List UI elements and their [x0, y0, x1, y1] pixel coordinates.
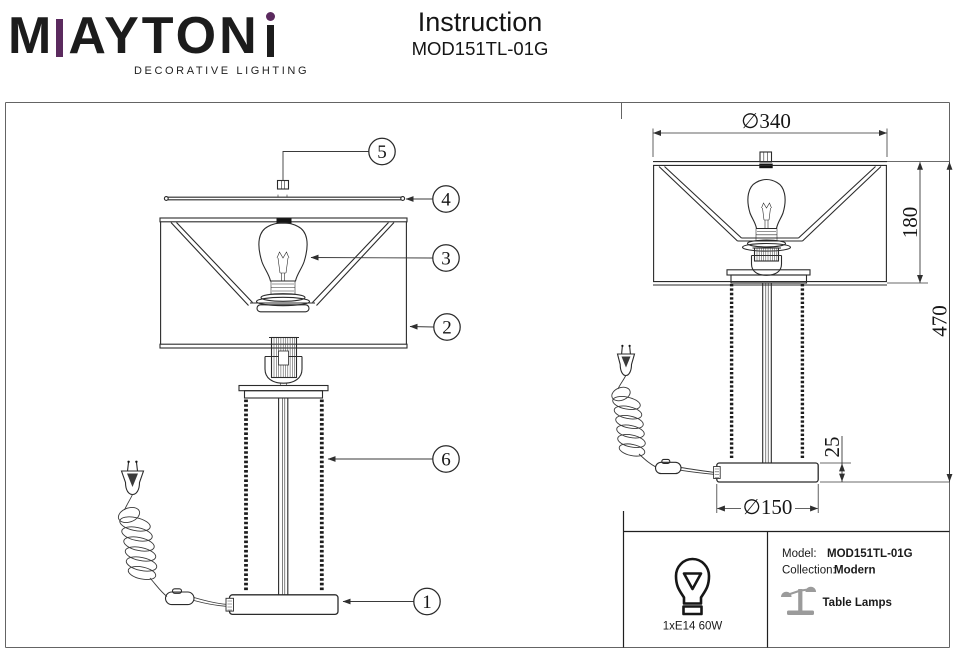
dimension-base-diameter: ∅150	[716, 484, 819, 519]
sheet-frame	[5, 102, 950, 648]
dimension-base-height: 25	[820, 436, 851, 482]
callout-5-number: 5	[377, 142, 387, 163]
logo-tagline: DECORATIVE LIGHTING	[134, 65, 310, 77]
finial	[276, 179, 290, 190]
info-box: 1xE14 60W Model: MOD151TL-01G Collection…	[622, 511, 950, 648]
lamp-socket-right	[750, 247, 783, 276]
dim-shade-diameter-label: ∅340	[741, 109, 791, 133]
logo-letter-m: M	[8, 7, 55, 65]
logo-letters: AYTON	[68, 7, 260, 65]
bulb-icon	[674, 557, 711, 616]
callout-5: 5	[282, 137, 396, 180]
page-title: Instruction	[417, 7, 543, 37]
lamp-socket	[264, 336, 303, 386]
callout-6-number: 6	[441, 450, 451, 471]
bulb-spec-cell: 1xE14 60W	[663, 557, 723, 633]
callout-1-number: 1	[422, 592, 432, 613]
power-plug-right	[616, 344, 636, 377]
decorative-chains-right	[729, 284, 805, 460]
callout-3-number: 3	[441, 249, 451, 270]
model-number: MOD151TL-01G	[411, 38, 549, 59]
callout-4: 4	[405, 185, 460, 213]
callout-1: 1	[342, 587, 441, 616]
shade-platform-right	[726, 269, 811, 284]
logo-dotted-i-icon	[265, 12, 275, 57]
callouts: 5 4 3 2 6 1	[282, 137, 461, 616]
collection-value: Modern	[834, 565, 876, 577]
left-view	[117, 179, 408, 616]
lamp-base	[225, 594, 339, 616]
callout-3: 3	[310, 244, 460, 272]
model-label: Model:	[782, 548, 817, 560]
dim-total-height-label: 470	[928, 305, 952, 337]
logo-purple-bar-icon	[56, 19, 64, 57]
center-column	[278, 398, 289, 595]
callout-2-number: 2	[442, 318, 452, 339]
shade-platform	[238, 384, 329, 399]
product-info-cell: Model: MOD151TL-01G Collection: Modern T…	[781, 548, 913, 615]
lampshade	[159, 217, 408, 349]
bulb-spec-label: 1xE14 60W	[663, 621, 723, 633]
center-column-right	[762, 283, 772, 463]
dim-base-diameter-label: ∅150	[743, 495, 793, 519]
light-bulb-right	[741, 178, 792, 252]
power-plug	[120, 460, 145, 496]
light-bulb	[255, 222, 311, 307]
decorative-chains	[244, 399, 324, 591]
inline-switch-right	[654, 458, 682, 475]
dim-base-height-label: 25	[820, 437, 844, 458]
collection-label: Collection:	[782, 565, 836, 577]
dimension-shade-height: 180	[887, 161, 950, 284]
callout-6: 6	[327, 445, 460, 473]
dimension-total-height: 470	[820, 161, 953, 483]
dimension-shade-diameter: ∅340	[652, 109, 888, 157]
callout-4-number: 4	[441, 190, 451, 211]
lamp-base-right	[713, 462, 819, 483]
diffuser-rod	[163, 194, 406, 201]
inline-switch	[164, 588, 195, 606]
power-cord	[117, 494, 227, 607]
power-cord-right	[611, 375, 714, 475]
category-label: Table Lamps	[823, 597, 892, 609]
right-view: ∅340 180 470 25 ∅150	[611, 109, 953, 519]
table-lamp-icon	[781, 586, 817, 615]
dim-shade-height-label: 180	[898, 207, 922, 239]
callout-2: 2	[409, 313, 461, 341]
model-value: MOD151TL-01G	[827, 548, 913, 560]
maytoni-logo: M AYTON	[8, 10, 275, 62]
